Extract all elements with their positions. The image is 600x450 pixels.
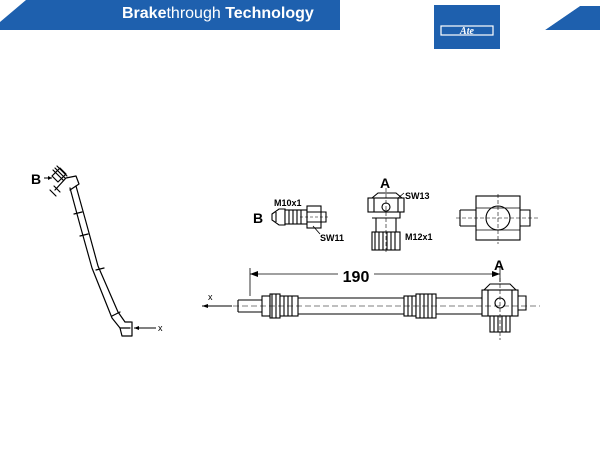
fitting-a-wrench: SW13 <box>405 191 430 201</box>
brand-word-through: through <box>166 5 221 22</box>
main-hose-drawing <box>224 266 540 340</box>
dimension-arrow-right <box>492 271 500 277</box>
fitting-a-drawing <box>367 188 405 254</box>
fitting-a-top-view <box>456 194 540 244</box>
brand-word-technology: Technology <box>220 5 314 22</box>
fitting-a-thread: M12x1 <box>405 232 433 242</box>
left-sketch-label-x: x <box>158 323 163 333</box>
fitting-b-thread: M10x1 <box>274 198 302 208</box>
left-sketch-arrowhead-x <box>134 326 139 330</box>
fitting-a-label: A <box>380 175 390 191</box>
left-sketch-label-b: B <box>31 171 41 187</box>
fitting-b-wrench: SW11 <box>320 233 344 243</box>
ate-logo: Ate <box>434 5 500 49</box>
fitting-b-label: B <box>253 210 263 226</box>
dimension-arrow-left <box>250 271 258 277</box>
fitting-b-drawing <box>271 205 330 235</box>
corner-triangle-cut <box>545 6 580 30</box>
ate-logo-text: Ate <box>459 26 474 37</box>
brand-tagline: Brakethrough Technology <box>122 5 314 23</box>
brand-bar-notch <box>0 0 26 22</box>
brand-word-brake: Brake <box>122 5 167 22</box>
brand-bar <box>0 0 340 30</box>
corner-triangle <box>545 6 600 30</box>
main-hose-label-x: x <box>208 292 213 302</box>
left-hose-sketch <box>49 165 133 337</box>
left-sketch-arrowhead-b <box>48 176 52 180</box>
dimension-label-bg <box>338 264 374 282</box>
main-hose-arrowhead-x <box>202 304 208 308</box>
main-hose-label-a: A <box>494 257 504 273</box>
main-hose-dimension: 190 <box>343 269 370 286</box>
